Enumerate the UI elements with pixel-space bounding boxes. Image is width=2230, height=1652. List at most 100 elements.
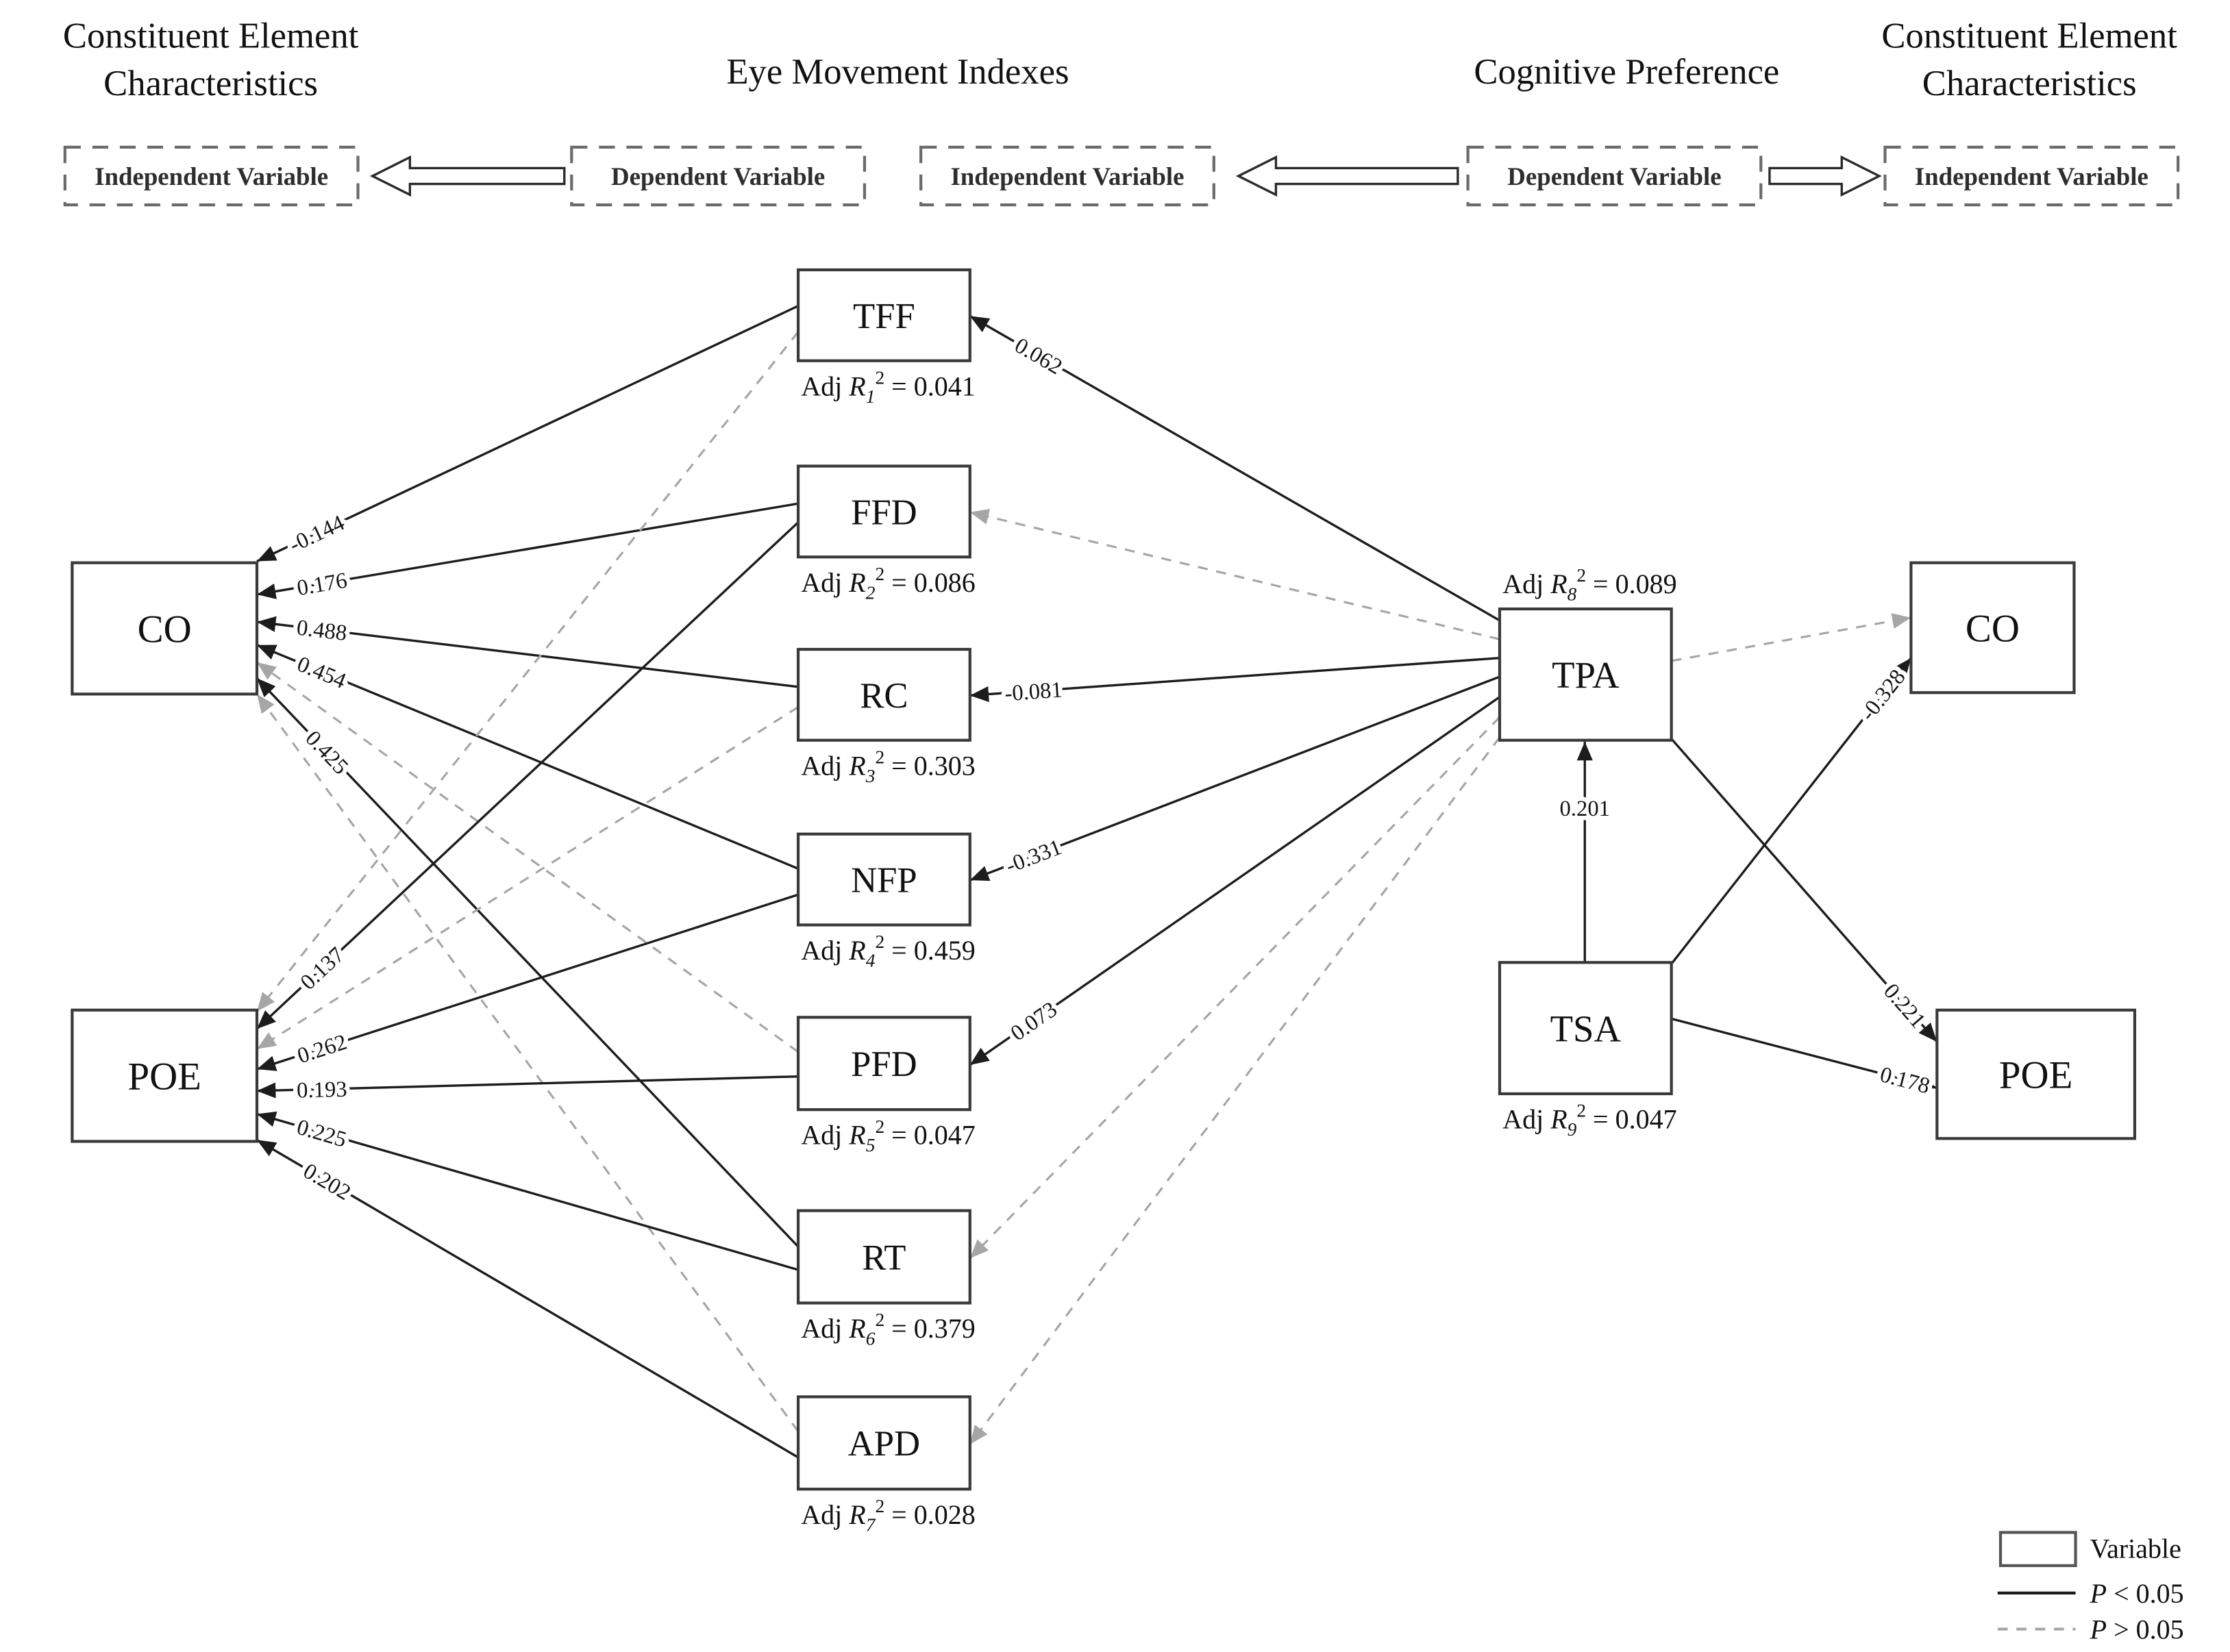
coefficient-label-pfd-poe: 0.193 [297, 1077, 347, 1103]
edge-rt-co [256, 677, 800, 1248]
edge-pfd-poe [256, 1075, 799, 1099]
header-cognitive-preference: Cognitive Preference [1474, 52, 1779, 92]
node-box-nfp [796, 832, 971, 927]
node-label-nfp: NFP [851, 861, 917, 901]
coefficient-label-apd-poe: 0.202 [299, 1159, 355, 1205]
coefficient-label-rc-co: 0.488 [295, 616, 348, 646]
nodes-layer: CO POE TFF FFD RC NFP PFD RT APD TPA TSA CO POE [71, 268, 2137, 1491]
node-box-co-right [1909, 561, 2076, 694]
coefficient-label-tff-co: -0.144 [286, 510, 349, 558]
legend-variable: Variable [1998, 1531, 2181, 1567]
r2-label-tsa: Adj R92 = 0.047 [1502, 1101, 1676, 1140]
node-tff: TFF [796, 268, 971, 362]
node-label-poe-left: POE [127, 1055, 201, 1099]
role-box-role-3: Independent Variable [919, 145, 1215, 207]
legend: Variable P < 0.05 P > 0.05 [1997, 1531, 2184, 1645]
node-poe-left: POE [71, 1008, 259, 1143]
r2-label-rc: Adj R32 = 0.303 [801, 747, 975, 786]
node-label-rc: RC [860, 676, 908, 716]
edge-ffd-co [256, 502, 799, 599]
variable-role-banner: Independent Variable Dependent Variable In… [63, 145, 2180, 207]
node-tsa: TSA [1498, 961, 1673, 1096]
coefficient-label-tsa-co-right: -0.328 [1855, 665, 1910, 726]
edge-rc-poe [256, 705, 799, 1050]
node-label-tpa: TPA [1552, 654, 1620, 696]
edge-tpa-rc [969, 657, 1500, 703]
node-box-rt [796, 1209, 971, 1305]
edge-tff-poe [256, 331, 800, 1012]
edge-tpa-tff [969, 314, 1500, 622]
legend-dashed-label: P > 0.05 [2090, 1614, 2184, 1645]
legend-variable-label: Variable [2090, 1534, 2181, 1564]
edge-pfd-co [256, 661, 799, 1053]
edge-tpa-poe-right [1670, 738, 1938, 1043]
coefficient-label-nfp-co: 0.454 [293, 652, 349, 694]
banner-arrow-3-right-icon [1768, 155, 1882, 197]
banner-arrow-2-left-icon [1235, 155, 1459, 197]
edge-tpa-rt [969, 716, 1501, 1260]
role-box-label-role-4: Dependent Variable [1507, 162, 1721, 190]
banner-arrow-1-left-icon [369, 155, 566, 197]
node-box-poe-right [1935, 1008, 2137, 1140]
edge-tpa-nfp [969, 675, 1500, 881]
r2-label-tff: Adj R12 = 0.041 [801, 367, 975, 406]
node-box-pfd [796, 1016, 971, 1112]
role-box-role-4: Dependent Variable [1466, 145, 1763, 207]
node-tpa: TPA [1498, 607, 1673, 742]
node-co-right: CO [1909, 561, 2076, 694]
coefficient-label-tpa-pfd: 0.073 [1006, 997, 1062, 1046]
role-box-label-role-1: Independent Variable [95, 162, 328, 190]
edge-tpa-apd [969, 736, 1501, 1445]
node-box-ffd [796, 464, 971, 559]
edge-rt-poe [256, 1111, 799, 1271]
edge-tpa-ffd [969, 509, 1500, 640]
edges-layer [256, 305, 1938, 1459]
node-box-tff [796, 268, 971, 362]
edge-rc-co [256, 616, 799, 688]
node-label-rt: RT [862, 1238, 906, 1277]
edge-tsa-co-right [1670, 657, 1912, 965]
role-box-role-2: Dependent Variable [570, 145, 867, 207]
legend-variable-box-icon [1998, 1531, 2077, 1567]
coefficient-label-tsa-tpa: 0.201 [1560, 797, 1610, 821]
node-pfd: PFD [796, 1016, 971, 1112]
node-label-ffd: FFD [851, 492, 917, 532]
r2-label-rt: Adj R62 = 0.379 [801, 1310, 975, 1349]
role-box-border-role-2 [570, 145, 867, 207]
legend-solid-label: P < 0.05 [2090, 1578, 2184, 1609]
edge-apd-poe [256, 1138, 799, 1459]
node-co-left: CO [71, 561, 259, 696]
node-box-tsa [1498, 961, 1673, 1096]
role-box-label-role-3: Independent Variable [950, 162, 1184, 190]
node-rc: RC [796, 647, 971, 742]
node-label-co-left: CO [138, 608, 192, 651]
node-apd: APD [796, 1395, 971, 1491]
coefficient-label-tpa-rc: -0.081 [1004, 677, 1063, 706]
coefficient-label-ffd-co: 0.176 [295, 568, 349, 601]
r2-label-ffd: Adj R22 = 0.086 [801, 564, 975, 603]
role-box-label-role-5: Independent Variable [1915, 162, 2148, 190]
edge-ffd-poe [256, 521, 800, 1030]
r2-label-apd: Adj R72 = 0.028 [801, 1496, 975, 1535]
node-poe-right: POE [1935, 1008, 2137, 1140]
node-box-poe-left [71, 1008, 259, 1143]
edge-tsa-poe-right [1671, 1017, 1937, 1091]
node-rt: RT [796, 1209, 971, 1305]
role-box-role-5: Independent Variable [1883, 145, 2180, 207]
node-nfp: NFP [796, 832, 971, 927]
coefficient-label-tsa-poe-right: 0.178 [1877, 1062, 1932, 1099]
role-box-border-role-5 [1883, 145, 2180, 207]
coefficient-label-nfp-poe: 0.262 [295, 1030, 350, 1069]
header-eye-movement-indexes: Eye Movement Indexes [726, 52, 1069, 92]
node-box-rc [796, 647, 971, 742]
coefficient-label-rt-poe: 0.225 [294, 1115, 349, 1153]
node-label-tsa: TSA [1550, 1008, 1622, 1049]
coefficient-label-tpa-tff: 0.062 [1011, 333, 1067, 379]
node-label-co-right: CO [1966, 607, 2020, 650]
r2-label-pfd: Adj R52 = 0.047 [801, 1116, 975, 1155]
coefficient-label-tpa-nfp: -0.331 [1002, 835, 1065, 879]
